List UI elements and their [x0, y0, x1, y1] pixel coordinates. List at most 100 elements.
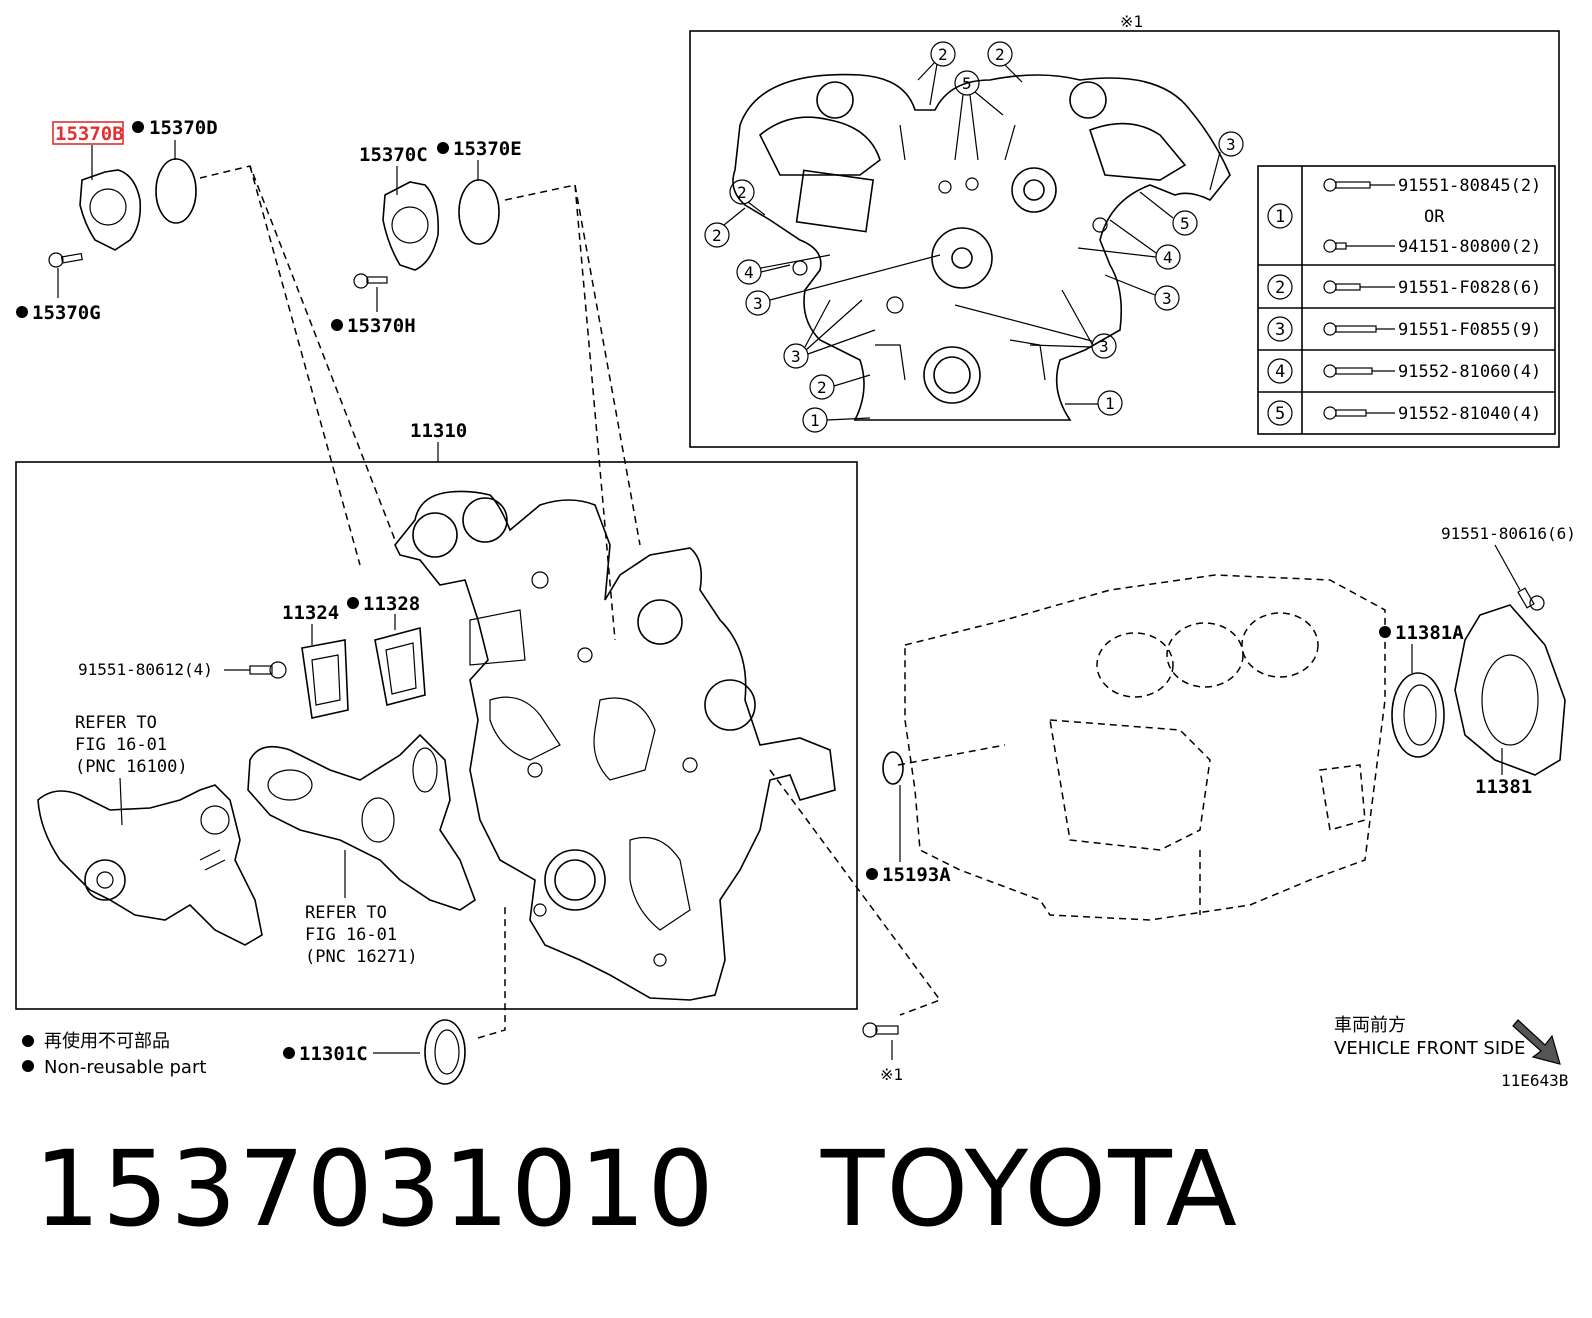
bolt-icon: [1323, 364, 1373, 378]
cylinder-block: [904, 574, 1386, 921]
part-15370C-group[interactable]: 15370C: [359, 144, 440, 271]
label-15370G[interactable]: 15370G: [32, 302, 101, 324]
label-15370H[interactable]: 15370H: [347, 315, 416, 337]
gasket: [374, 626, 426, 706]
label-15370E[interactable]: 15370E: [453, 138, 522, 160]
svg-text:4: 4: [744, 263, 754, 282]
o-ring: [458, 179, 500, 245]
svg-text:94151-80800(2): 94151-80800(2): [1398, 237, 1541, 257]
svg-text:4: 4: [1163, 248, 1173, 267]
part-11324-group[interactable]: 11324: [282, 602, 349, 719]
label-bolt-80612[interactable]: 91551-80612(4): [78, 660, 213, 679]
direction-arrow-icon: [1512, 1019, 1561, 1065]
inset-engine-drawing: [732, 73, 1231, 421]
non-reusable-dot: [437, 142, 449, 154]
svg-text:Non-reusable part: Non-reusable part: [44, 1057, 206, 1078]
table-row: 1 91551-80845(2) OR 94151-80800(2): [1267, 176, 1541, 257]
part-15193A-group[interactable]: 15193A: [866, 751, 951, 886]
label-bolt-80616[interactable]: 91551-80616(6): [1441, 524, 1576, 543]
bolt-icon: [1323, 322, 1377, 336]
water-pump-gasket: [247, 733, 476, 911]
bolt-icon: [1323, 406, 1367, 420]
bolt-icon: [1323, 280, 1361, 294]
svg-text:5: 5: [1275, 404, 1285, 424]
callout-3: 3: [1104, 274, 1180, 311]
callout-3: 3: [783, 299, 876, 369]
label-11328[interactable]: 11328: [363, 593, 420, 615]
part-15370G-group[interactable]: 15370G: [16, 252, 101, 324]
table-row: 5 91552-81040(4): [1267, 400, 1541, 426]
refer-note-16100: REFER TO FIG 16-01 (PNC 16100): [75, 713, 188, 826]
part-11381A-group[interactable]: 11381A: [1379, 622, 1464, 758]
water-inlet-housing: [79, 169, 142, 251]
svg-text:3: 3: [791, 347, 801, 366]
label-11324[interactable]: 11324: [282, 602, 339, 624]
callout-3: 3: [745, 254, 941, 316]
part-11328-group[interactable]: 11328: [347, 593, 426, 706]
product-caption: 1537031010 TOYOTA: [34, 1128, 1239, 1250]
svg-text:2: 2: [1275, 278, 1285, 298]
vehicle-front-indicator: 車両前方 VEHICLE FRONT SIDE 11E643B: [1334, 1015, 1568, 1090]
callout-1: 1: [1065, 390, 1123, 416]
bolt-icon: [249, 661, 287, 679]
legend: 再使用不可部品 Non-reusable part: [22, 1031, 206, 1078]
bolt-icon: [1517, 587, 1545, 611]
label-11310[interactable]: 11310: [410, 420, 467, 442]
callout-2: 2: [729, 179, 766, 216]
callout-4: 4: [736, 254, 831, 285]
svg-text:FIG 16-01: FIG 16-01: [75, 735, 167, 755]
callout-4: 4: [1077, 219, 1181, 270]
svg-text:11E643B: 11E643B: [1501, 1071, 1568, 1090]
callout-3: 3: [954, 289, 1117, 359]
part-number: 1537031010: [34, 1128, 716, 1250]
callout-5: 5: [954, 70, 1004, 161]
svg-text:91551-80845(2): 91551-80845(2): [1398, 176, 1541, 196]
callout-1: 1: [802, 407, 871, 433]
seal-retainer: [1454, 604, 1566, 776]
part-11301C-group[interactable]: 11301C: [283, 1019, 466, 1085]
label-15370C[interactable]: 15370C: [359, 144, 428, 166]
svg-text:1: 1: [1105, 394, 1115, 413]
bolt-icon: [1323, 178, 1371, 192]
svg-text:91552-81040(4): 91552-81040(4): [1398, 404, 1541, 424]
bolt-icon: [48, 252, 83, 268]
non-reusable-dot: [331, 319, 343, 331]
svg-text:2: 2: [995, 45, 1005, 64]
parts-diagram: ※1 2 2 5 3 2 2 5 4 4 3 3 3 3 2: [15, 12, 1576, 1090]
label-11301C[interactable]: 11301C: [299, 1043, 368, 1065]
svg-text:2: 2: [737, 183, 747, 202]
label-15370D[interactable]: 15370D: [149, 117, 218, 139]
part-11381-group[interactable]: 11381: [1454, 604, 1566, 798]
o-ring: [155, 158, 197, 224]
non-reusable-dot: [22, 1060, 34, 1072]
table-row: 4 91552-81060(4): [1267, 358, 1541, 384]
part-15370E-group[interactable]: 15370E: [437, 138, 522, 245]
svg-text:FIG 16-01: FIG 16-01: [305, 925, 397, 945]
non-reusable-dot: [16, 306, 28, 318]
label-11381A[interactable]: 11381A: [1395, 622, 1464, 644]
svg-text:5: 5: [1180, 214, 1190, 233]
brand-name: TOYOTA: [820, 1128, 1239, 1250]
bolt-icon: [862, 1022, 899, 1038]
bolt-icon: [1323, 239, 1347, 253]
callout-5: 5: [1139, 191, 1198, 236]
water-pump: [37, 784, 263, 946]
label-15370B[interactable]: 15370B: [55, 123, 124, 145]
bolt-table: 1 91551-80845(2) OR 94151-80800(2) 2 915…: [1257, 165, 1556, 435]
non-reusable-dot: [132, 121, 144, 133]
bolt-ref-1: ※1: [862, 1022, 903, 1084]
bolt-icon: [353, 273, 388, 289]
part-15370H-group[interactable]: 15370H: [331, 273, 416, 337]
timing-cover-assembly-frame: [15, 461, 858, 1010]
part-91551-80612-group[interactable]: 91551-80612(4): [78, 660, 287, 679]
svg-text:91551-F0855(9): 91551-F0855(9): [1398, 320, 1541, 340]
part-91551-80616-group[interactable]: 91551-80616(6): [1441, 524, 1576, 611]
svg-text:(PNC 16271): (PNC 16271): [305, 947, 418, 967]
part-15370D-group[interactable]: 15370D: [132, 117, 218, 224]
part-15370B-group[interactable]: 15370B: [52, 121, 142, 251]
timing-chain-cover: [394, 490, 836, 1001]
label-11381[interactable]: 11381: [1475, 776, 1532, 798]
label-15193A[interactable]: 15193A: [882, 864, 951, 886]
svg-text:4: 4: [1275, 362, 1285, 382]
oil-seal: [424, 1019, 466, 1085]
